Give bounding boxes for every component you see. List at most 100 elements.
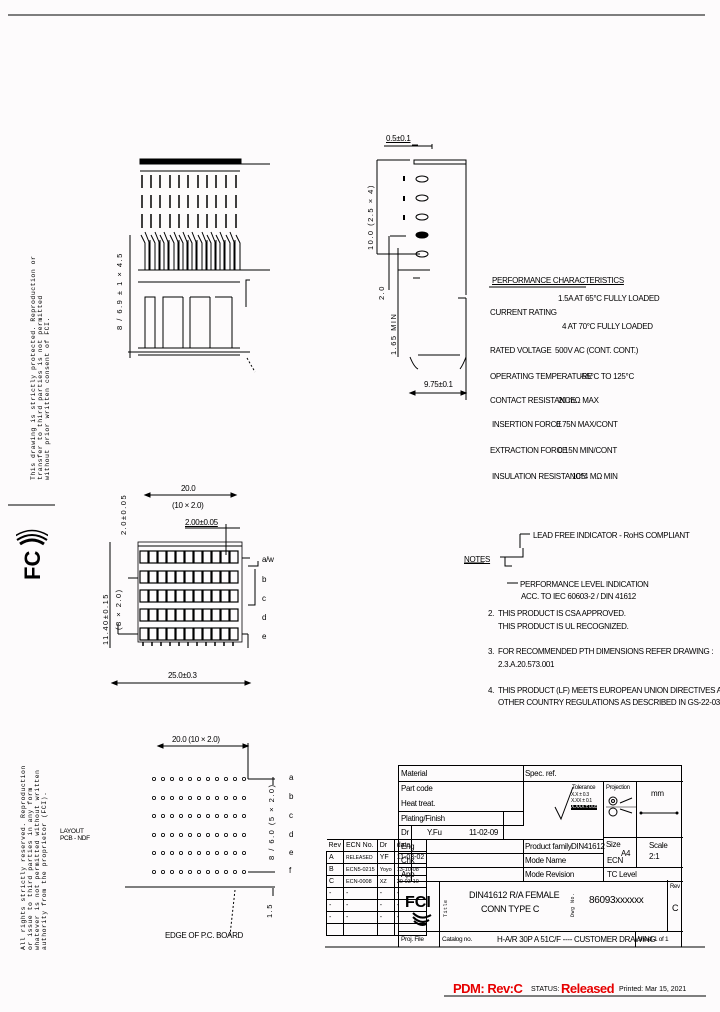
layout-dim-bottom: 1.5 [265, 903, 274, 918]
app-label: App [401, 870, 415, 879]
rev-cell: Rev C [667, 880, 684, 931]
printed-date: Printed: Mar 15, 2021 [619, 986, 687, 993]
size-label: Size [606, 840, 621, 849]
rev-label: Rev [670, 884, 680, 890]
mode-revision-label: Mode Revision [525, 870, 575, 879]
projection-cell: Projection [603, 781, 637, 837]
perf-value-temperature: -55°C TO 125°C [580, 372, 634, 381]
dr-cell: Yoyo [376, 863, 395, 876]
note-3-line-1: FOR RECOMMENDED PTH DIMENSIONS REFER DRA… [498, 647, 714, 656]
layout-row-label: b [289, 792, 294, 801]
note-2-line-2: THIS PRODUCT IS UL RECOGNIZED. [498, 622, 629, 631]
pdm-revision: PDM: Rev:C [453, 981, 523, 996]
tolerance-value: X.XXX ± 0.05 [571, 804, 598, 810]
layout-label: LAYOUT PCB - NDF [60, 828, 90, 842]
perf-label-contact-resistance: CONTACT RESISTANCE [490, 396, 576, 405]
catalog-value: H-A/R 30P A 51C/F ---- CUSTOMER DRAWING [497, 935, 656, 944]
note-4-line-2: OTHER COUNTRY REGULATIONS AS DESCRIBED I… [498, 698, 720, 707]
fci-logo-icon: FC [16, 529, 48, 580]
drawing-number: 86093xxxxxx [589, 895, 644, 906]
eng-label: Eng [401, 842, 415, 851]
title-line-2: CONN TYPE C [481, 904, 540, 914]
rev-cell: B [326, 863, 344, 876]
copyright-line: This drawing is strictly protected. Repr… [30, 255, 37, 480]
layout-edge-note: EDGE OF P.C. BOARD [165, 931, 244, 940]
note-2-num: 2. [488, 609, 495, 618]
rev-cell: - [326, 911, 344, 924]
drawing-number-label: Dwg No. [570, 892, 576, 917]
perf-value-voltage: 500V AC (CONT. CONT.) [555, 346, 639, 355]
scale-arrow-icon [639, 811, 679, 815]
chk-label: Chk [401, 856, 415, 865]
ecn-cell: - [342, 911, 378, 924]
dr-row: Dr Y.Fu 11-02-09 [399, 811, 603, 840]
note-3-num: 3. [488, 647, 495, 656]
front-view-dim-height: 2.0±0.05 [119, 493, 128, 535]
copyright-notice-top: This drawing is strictly protected. Repr… [30, 256, 51, 480]
mode-name-label: Mode Name [525, 856, 566, 865]
side-view-dim: 8 / 6.9 ± 1 × 4.5 [115, 252, 124, 330]
rev-cell: A [326, 851, 344, 864]
catalog-label: Catalog no. [442, 936, 472, 943]
tolerance-value: X.X ± 0.3 [571, 792, 589, 798]
rev-cell: C [326, 875, 344, 888]
right-view [376, 144, 468, 400]
perf-label-insulation: INSULATION RESISTANCE [492, 472, 586, 481]
unit-cell: mm [635, 781, 683, 837]
mode-revision-value: TC Level [607, 870, 637, 879]
revision-row: A RELEASED YF 11-03-02 [326, 851, 428, 864]
right-view-dim-pitch: 10.0 (2.5 × 4) [366, 184, 375, 250]
perf-label-extraction: EXTRACTION FORCE [490, 446, 567, 455]
front-view-row-label: d [262, 613, 267, 622]
layout-row-label: c [289, 811, 293, 820]
layout-label-line: PCB - NDF [60, 835, 90, 842]
copyright-notice-bottom: All rights strictly reserved. Reproducti… [20, 765, 48, 950]
dr-label: Dr [401, 828, 409, 837]
status-label: STATUS: [531, 986, 560, 993]
title-block: Material Spec. ref. Part code Heat treat… [398, 765, 684, 947]
ecn-cell: RELEASED [342, 851, 378, 864]
rev-cell: - [326, 887, 344, 900]
date-cell: 13-10-08 [393, 863, 428, 876]
perf-value-current-1: 1.5A AT 65°C FULLY LOADED [558, 294, 660, 303]
perf-label-insertion: INSERTION FORCE [492, 420, 562, 429]
front-view-dim-pitch: 2.00±0.05 [185, 518, 218, 527]
fci-logo-cell: FCI [399, 881, 440, 931]
note-1-top: LEAD FREE INDICATOR - RoHS COMPLIANT [533, 531, 690, 540]
perf-value-insertion: 0.75N MAX/CONT [556, 420, 618, 429]
front-view-dim-total: 11.40±0.15 [101, 593, 110, 645]
proj-file-label: Proj. File [401, 936, 424, 943]
note-1-bottom-2: ACC. TO IEC 60603-2 / DIN 41612 [521, 592, 636, 601]
dr-cell: - [376, 887, 395, 900]
status-bar: PDM: Rev:C STATUS: Released Printed: Mar… [453, 982, 713, 998]
scale-value: 2:1 [649, 852, 660, 861]
app-row: App Mode Revision TC Level [399, 867, 683, 882]
revision-block: Rev ECN No. Dr date A RELEASED YF 11-03-… [326, 839, 428, 936]
front-view-row-label: a/w [262, 555, 274, 564]
plating-label: Plating/Finish [401, 814, 445, 823]
scale-label: Scale [649, 841, 668, 850]
front-view-row-label: e [262, 632, 267, 641]
mode-name-value: ECN [607, 856, 623, 865]
front-view-row-label: c [262, 594, 266, 603]
layout-dim-right: 8 / 6.0 (5 × 2.0) [267, 783, 276, 860]
front-view-dim-ref: (10 × 2.0) [172, 501, 204, 510]
right-view-dim-bottom: 9.75±0.1 [424, 380, 453, 389]
perf-value-insulation: 10^4 MΩ MIN [572, 472, 618, 481]
tolerance-value: X.XX ± 0.1 [571, 798, 592, 804]
note-3-line-2: 2.3.A.20.573.001 [498, 660, 555, 669]
right-view-dim-top: 0.5±0.1 [386, 134, 411, 143]
front-view [109, 492, 259, 686]
layout-row-label: e [289, 848, 294, 857]
layout-row-label: f [289, 866, 291, 875]
notes-leaders [464, 286, 586, 584]
material-cell: Material [399, 766, 524, 782]
perf-value-extraction: 0.15N MIN/CONT [558, 446, 617, 455]
tolerance-cell: Tolerance X.X ± 0.3 X.XX ± 0.1 X.XXX ± 0… [523, 781, 603, 825]
copyright-line: transfer to third parties is not permitt… [37, 295, 44, 480]
perf-label-voltage: RATED VOLTAGE [490, 346, 552, 355]
layout-row-label: d [289, 830, 294, 839]
spec-ref-label: Spec. ref. [525, 769, 557, 778]
catalog-row: Proj. File Catalog no. H-A/R 30P A 51C/F… [399, 931, 683, 947]
side-view [128, 158, 270, 373]
